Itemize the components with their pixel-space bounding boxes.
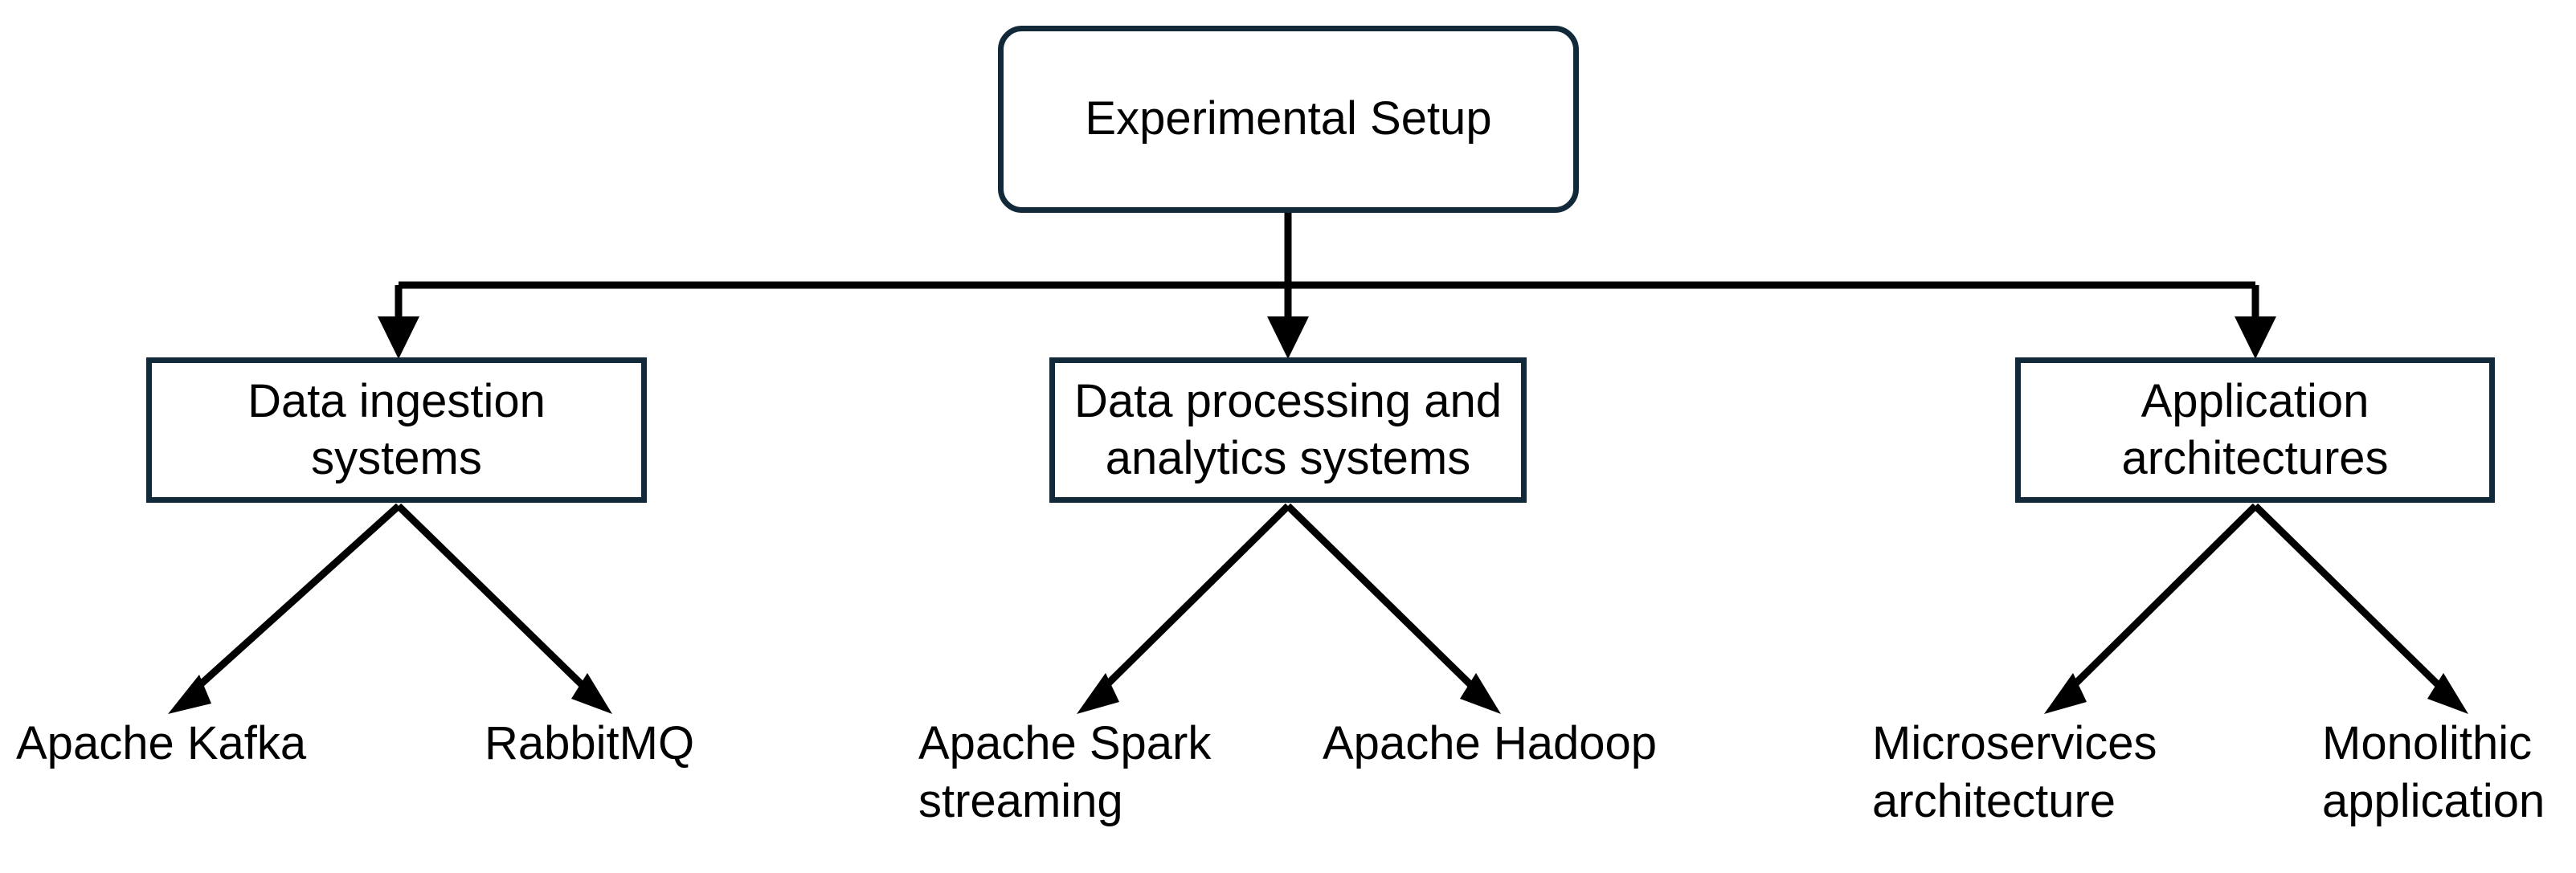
- edge-data-ingestion-systems-to-rabbitmq: [395, 503, 612, 714]
- edge-data-processing-and-analytics-systems-to-apache-hadoop: [1285, 503, 1501, 714]
- node-data-processing-and-analytics-systems[interactable]: Data processing and analytics systems: [1049, 357, 1527, 503]
- leaf-apache-hadoop[interactable]: Apache Hadoop: [1323, 717, 1657, 769]
- node-experimental-setup[interactable]: Experimental Setup: [998, 26, 1579, 213]
- leaf-microservices-architecture[interactable]: Microservices architecture: [1872, 717, 2157, 827]
- node-data-processing-and-analytics-systems-label: Data processing and analytics systems: [1074, 374, 1502, 484]
- node-application-architectures[interactable]: Application architectures: [2015, 357, 2495, 503]
- leaf-rabbitmq[interactable]: RabbitMQ: [485, 717, 695, 769]
- leaf-monolithic-application[interactable]: Monolithic application: [2322, 717, 2545, 827]
- edge-bus-to-data-ingestion-systems: [378, 285, 419, 359]
- edge-application-architectures-to-monolithic-application: [2252, 503, 2468, 714]
- edge-bus-to-data-processing-and-analytics-systems: [1267, 285, 1309, 359]
- leaf-apache-spark-streaming[interactable]: Apache Spark streaming: [918, 717, 1212, 827]
- node-application-architectures-label: Application architectures: [2121, 374, 2389, 484]
- leaf-apache-kafka[interactable]: Apache Kafka: [16, 717, 307, 769]
- node-experimental-setup-label: Experimental Setup: [1085, 92, 1492, 145]
- edge-data-ingestion-systems-to-apache-kafka: [168, 503, 402, 714]
- edge-data-processing-and-analytics-systems-to-apache-spark-streaming: [1077, 503, 1291, 714]
- node-data-ingestion-systems[interactable]: Data ingestion systems: [146, 357, 647, 503]
- edge-application-architectures-to-microservices-architecture: [2044, 503, 2259, 714]
- node-data-ingestion-systems-label: Data ingestion systems: [247, 374, 546, 484]
- edge-bus-to-application-architectures: [2235, 285, 2276, 359]
